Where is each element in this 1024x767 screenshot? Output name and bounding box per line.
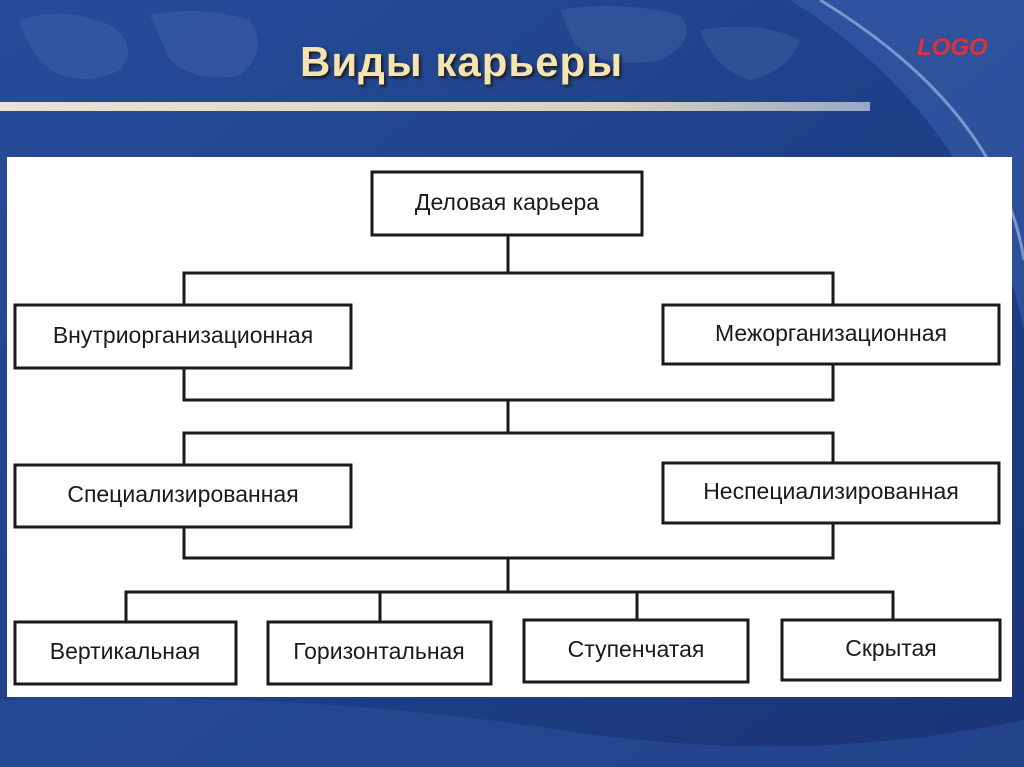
node-vertical: Вертикальная — [13, 620, 238, 686]
connectors — [124, 235, 895, 622]
node-business-career-label: Деловая карьера — [415, 189, 599, 215]
node-business-career: Деловая карьера — [370, 170, 644, 237]
node-horizontal: Горизонтальная — [266, 620, 493, 686]
node-stepped: Ступенчатая — [522, 618, 750, 684]
node-hidden-label: Скрытая — [845, 635, 937, 661]
node-interorganizational: Межорганизационная — [661, 303, 1001, 366]
node-nonspecialized-label: Неспециализированная — [703, 478, 959, 504]
logo-text: LOGO — [917, 34, 988, 61]
node-vertical-label: Вертикальная — [50, 638, 201, 664]
node-interorganizational-label: Межорганизационная — [715, 320, 947, 346]
slide-title: Виды карьеры — [300, 38, 624, 85]
node-nonspecialized: Неспециализированная — [661, 461, 1001, 525]
node-specialized-label: Специализированная — [67, 481, 298, 507]
node-specialized: Специализированная — [13, 463, 353, 529]
node-hidden: Скрытая — [780, 618, 1002, 682]
node-horizontal-label: Горизонтальная — [293, 638, 465, 664]
node-intraorganizational: Внутриорганизационная — [13, 303, 353, 370]
node-intraorganizational-label: Внутриорганизационная — [53, 322, 313, 348]
node-stepped-label: Ступенчатая — [568, 636, 705, 662]
